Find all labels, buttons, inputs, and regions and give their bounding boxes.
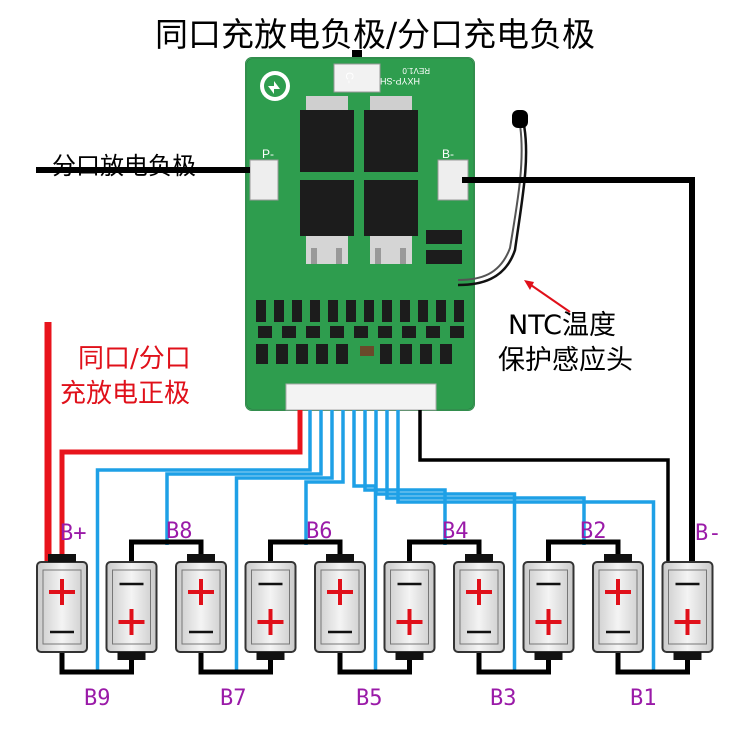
c-minus-pad: [333, 63, 381, 93]
b-minus-sense-wire: [418, 410, 670, 565]
battery-cell: [592, 554, 644, 653]
series-link: [615, 652, 690, 675]
series-link: [546, 539, 621, 562]
battery-cell: [314, 554, 366, 653]
balance-connector: [285, 383, 437, 411]
p-minus-pad-label: P-: [262, 147, 274, 161]
ntc-probe: [457, 110, 571, 313]
ntc-label-line2: 保护感应头: [498, 345, 633, 376]
balance-resistors: [256, 300, 464, 364]
ntc-label-line1: NTC温度: [508, 310, 616, 341]
series-link: [129, 539, 204, 562]
tap-b3-label: B3: [490, 686, 517, 711]
p-minus-pad: [249, 159, 279, 201]
tap-b-minus-label: B-: [695, 521, 722, 546]
series-link: [268, 539, 343, 562]
tap-b7-label: B7: [220, 686, 247, 711]
balance-wire: [234, 410, 334, 670]
discharge-negative-label: 分口放电负极: [52, 152, 196, 180]
battery-cells: [36, 554, 714, 660]
tap-b8-label: B8: [166, 519, 193, 544]
diagram-title: 同口充放电负极/分口充电负极: [154, 15, 596, 54]
battery-cell: [661, 561, 714, 660]
positive-label-line1: 同口/分口: [78, 344, 191, 374]
battery-cell: [383, 561, 436, 660]
tap-b1-label: B1: [630, 686, 657, 711]
balance-wire: [374, 410, 517, 670]
positive-label-line2: 充放电正极: [60, 379, 191, 409]
ntc-arrow: [527, 282, 571, 313]
tap-b5-label: B5: [356, 686, 383, 711]
balance-wire: [165, 410, 323, 545]
positive-label: 同口/分口 充放电正极: [60, 342, 191, 412]
battery-cell: [453, 554, 505, 653]
balance-wires: [95, 410, 670, 670]
b-plus-tap-wire: [59, 410, 303, 565]
board-model: HXYP-SH-10S: [361, 76, 420, 86]
balance-wire: [396, 410, 656, 670]
balance-wire: [385, 410, 586, 545]
series-link: [407, 539, 482, 562]
series-link: [59, 652, 134, 675]
tap-b4-label: B4: [442, 519, 469, 544]
balance-wire: [363, 410, 447, 545]
tap-b2-label: B2: [580, 519, 607, 544]
battery-cell: [244, 561, 297, 660]
mosfets: [300, 96, 418, 264]
b-minus-wire: [462, 177, 695, 565]
battery-cell: [105, 561, 158, 660]
tap-b9-label: B9: [84, 686, 111, 711]
series-links: [59, 539, 690, 675]
c-minus-pad-label: C-: [343, 72, 355, 84]
b-minus-pad-label: B-: [442, 147, 454, 161]
balance-wire: [95, 410, 312, 670]
series-link: [337, 652, 412, 675]
battery-cell: [522, 561, 575, 660]
board-rev: REV1.0: [402, 66, 430, 75]
balance-wire: [304, 410, 345, 545]
series-link: [198, 652, 273, 675]
battery-cell: [175, 554, 227, 653]
tap-b-plus-label: B+: [60, 521, 87, 546]
tap-b6-label: B6: [306, 519, 333, 544]
ntc-label: NTC温度 保护感应头: [498, 308, 633, 378]
series-link: [476, 652, 551, 675]
bms-board: HXYP-SH-10S REV1.0 C- P- B-: [245, 57, 475, 411]
battery-cell: [36, 554, 88, 653]
